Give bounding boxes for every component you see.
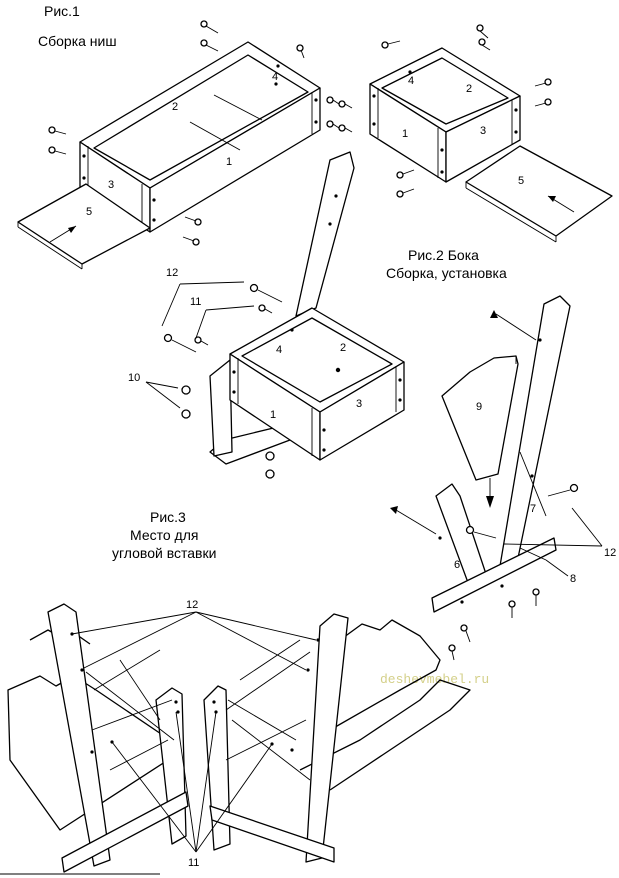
- bolt-icon: [163, 283, 283, 479]
- fig1-short-shelf-board: [465, 145, 613, 243]
- label-part-8: 8: [570, 573, 576, 585]
- bolt-icon: [448, 483, 579, 661]
- fig1-short-niche-box: [369, 47, 521, 183]
- label-part-3: 3: [480, 125, 486, 137]
- fig2-side-assembly: [390, 295, 603, 613]
- figure2-subtitle: Сборка, установка: [386, 265, 507, 281]
- fig1-long-niche-box: [79, 41, 321, 233]
- fig3-corner-assembly: [7, 603, 471, 873]
- figure3-line3: угловой вставки: [112, 545, 216, 561]
- label-part-4: 4: [276, 344, 282, 356]
- label-part-11: 11: [190, 296, 201, 308]
- label-part-6: 6: [454, 559, 460, 571]
- screw-icon: [381, 24, 552, 198]
- screw-pair-icon: [326, 96, 353, 133]
- label-part-2: 2: [466, 83, 472, 95]
- label-part-3: 3: [356, 398, 362, 410]
- figure1-title: Рис.1: [44, 3, 80, 19]
- label-part-4: 4: [408, 75, 414, 87]
- label-part-12: 12: [166, 267, 178, 279]
- label-part-11: 11: [188, 857, 199, 869]
- label-part-12: 12: [186, 599, 198, 611]
- label-part-7: 7: [530, 503, 536, 515]
- label-part-1: 1: [402, 128, 408, 140]
- label-part-3: 3: [108, 179, 114, 191]
- watermark: deshevmebel.ru: [380, 672, 489, 687]
- label-part-12: 12: [604, 547, 616, 559]
- figure1-subtitle: Сборка ниш: [38, 33, 117, 49]
- leader-lines: [145, 281, 255, 409]
- label-part-4: 4: [272, 71, 278, 83]
- fig2-box-on-side-panel: [209, 151, 405, 465]
- fig1-long-shelf-board: [17, 183, 151, 270]
- label-part-1: 1: [270, 409, 276, 421]
- label-part-2: 2: [172, 101, 178, 113]
- label-part-9: 9: [476, 401, 482, 413]
- figure2-title: Рис.2 Бока: [408, 247, 479, 263]
- label-part-5: 5: [518, 175, 524, 187]
- figure3-line2: Место для: [130, 527, 198, 543]
- label-part-5: 5: [86, 206, 92, 218]
- label-part-10: 10: [128, 372, 140, 384]
- label-part-2: 2: [340, 342, 346, 354]
- figure3-title: Рис.3: [150, 509, 186, 525]
- screw-icon: [48, 20, 305, 246]
- label-part-1: 1: [226, 156, 232, 168]
